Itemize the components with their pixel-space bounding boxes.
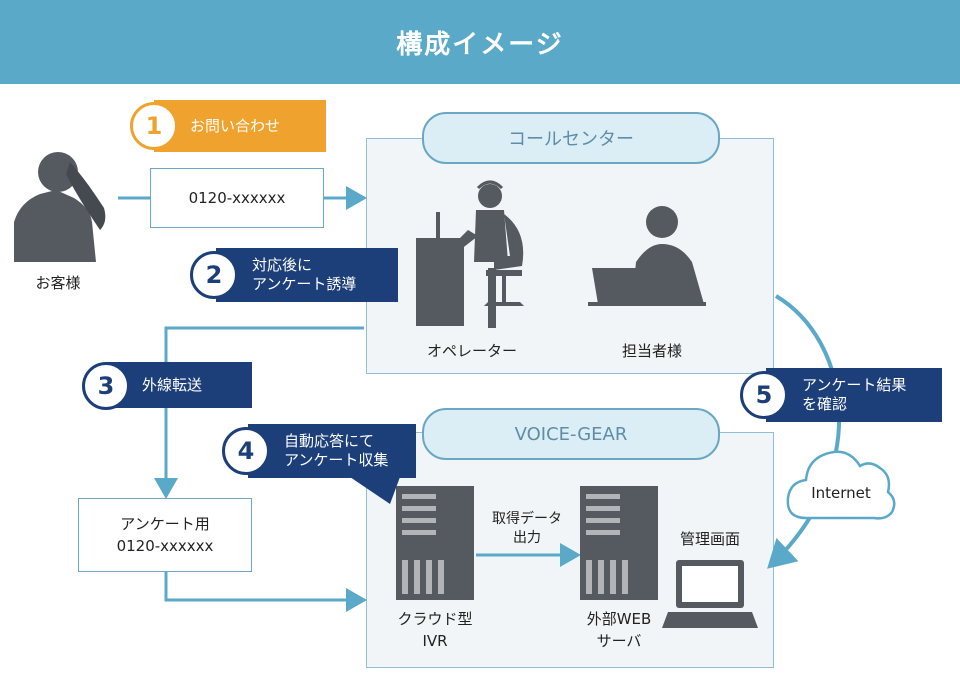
- manager-icon: [588, 206, 706, 306]
- arrow-survey-to-voicegear: [164, 572, 367, 612]
- phone-number-box: 0120-xxxxxx: [150, 168, 324, 228]
- step-4-banner: 自動応答にて アンケート収集: [248, 424, 416, 478]
- title-banner: 構成イメージ: [0, 0, 960, 84]
- manager-label: 担当者様: [621, 342, 682, 360]
- step-3-badge: 3: [82, 362, 130, 410]
- survey-label: アンケート用: [120, 515, 210, 533]
- step-5-line-2: を確認: [802, 395, 848, 413]
- step-2-line-2: アンケート誘導: [252, 275, 357, 293]
- ivr-server-icon: [396, 486, 474, 600]
- callcenter-title: コールセンター: [422, 112, 720, 164]
- page-title: 構成イメージ: [396, 29, 564, 60]
- data-output-label: 取得データ 出力: [492, 511, 562, 546]
- admin-screen-label: 管理画面: [679, 530, 740, 548]
- laptop-icon: [662, 560, 758, 628]
- step-5-line-1: アンケート結果: [802, 376, 907, 394]
- step-5-badge: 5: [740, 371, 788, 419]
- step-2-badge: 2: [190, 251, 238, 299]
- step-1-badge: 1: [130, 102, 178, 150]
- operator-icon: [416, 180, 524, 328]
- step-1-banner: お問い合わせ: [154, 100, 326, 152]
- step-4-line-1: 自動応答にて: [284, 432, 375, 450]
- step-4-line-2: アンケート収集: [284, 451, 389, 469]
- step-4-badge: 4: [222, 427, 270, 475]
- customer-icon: [14, 152, 106, 262]
- operator-label: オペレーター: [426, 342, 517, 360]
- step-3-banner: 外線転送: [106, 362, 252, 408]
- step-2-line-1: 対応後に: [252, 256, 313, 274]
- arrow-transfer: [154, 326, 364, 499]
- step-3-text: 外線転送: [142, 375, 203, 394]
- step-5-banner: アンケート結果 を確認: [766, 368, 942, 422]
- step-2-banner: 対応後に アンケート誘導: [216, 248, 398, 302]
- ivr-label: クラウド型 IVR: [397, 610, 473, 650]
- web-server-label: 外部WEB サーバ: [586, 610, 652, 650]
- survey-phone: 0120-xxxxxx: [116, 537, 214, 555]
- phone-number: 0120-xxxxxx: [188, 189, 286, 207]
- internet-cloud-icon: [786, 450, 896, 520]
- customer-label: お客様: [35, 274, 81, 292]
- survey-number-box: アンケート用 0120-xxxxxx: [78, 498, 252, 572]
- internet-label: Internet: [811, 484, 871, 502]
- arrow-results-curve: [767, 294, 842, 569]
- step-1-text: お問い合わせ: [190, 116, 281, 135]
- web-server-icon: [580, 486, 658, 600]
- voicegear-title: VOICE-GEAR: [422, 408, 720, 460]
